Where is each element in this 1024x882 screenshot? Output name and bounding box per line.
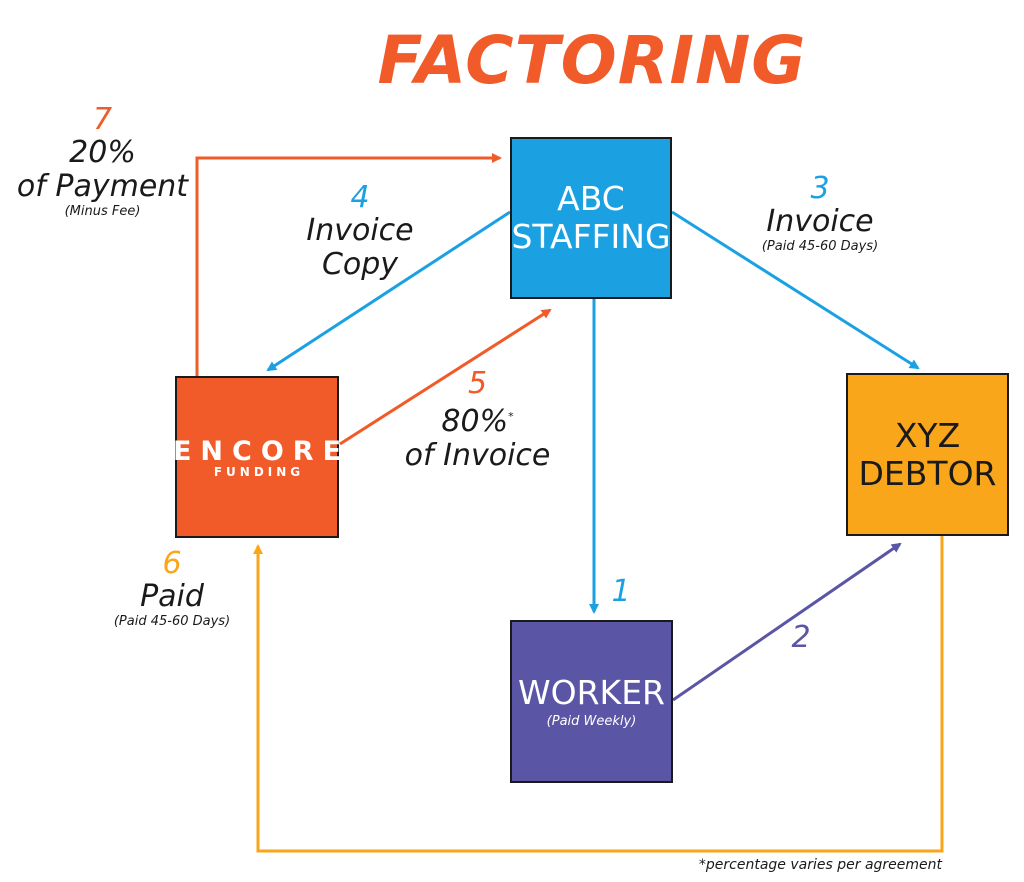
step-7-number: 7: [92, 102, 113, 137]
step-4-number: 4: [350, 180, 370, 215]
step-6-text: Paid: [140, 579, 204, 614]
step-4-text: Invoice Copy: [306, 213, 414, 282]
step-7-text: 20%: [69, 135, 136, 170]
xyz-debtor-label: XYZ DEBTOR: [858, 415, 997, 493]
footnote: *percentage varies per agreement: [698, 857, 942, 873]
arrow-6: [253, 536, 944, 853]
step-2-number: 2: [791, 620, 811, 655]
step-5-text-2: of Invoice: [404, 438, 551, 473]
arrow-5: [339, 308, 552, 446]
step-5-number: 5: [467, 366, 488, 401]
step-5-asterisk: *: [508, 410, 514, 423]
worker-note: (Paid Weekly): [546, 714, 637, 729]
step-7-label: 7 20% of Payment (Minus Fee): [10, 102, 195, 220]
encore-logo-subtext: FUNDING: [213, 464, 305, 479]
arrow-4: [266, 210, 511, 372]
step-3-label: 3 Invoice (Paid 45-60 Days): [740, 171, 900, 255]
step-1-number: 1: [611, 574, 631, 609]
worker-label: WORKER: [518, 673, 665, 712]
arrow-2: [672, 542, 902, 702]
step-6-number: 6: [162, 546, 182, 581]
step-7-note: (Minus Fee): [64, 204, 141, 219]
step-5-text: 80%: [441, 404, 509, 439]
xyz-debtor-box: XYZ DEBTOR: [846, 373, 1009, 536]
step-5-label: 5 80%* of Invoice: [395, 368, 560, 473]
step-3-number: 3: [810, 171, 830, 206]
step-3-note: (Paid 45-60 Days): [761, 239, 879, 254]
arrow-3: [671, 210, 920, 370]
step-6-label: 6 Paid (Paid 45-60 Days): [92, 546, 252, 630]
step-6-note: (Paid 45-60 Days): [113, 614, 231, 629]
step-3-text: Invoice: [766, 204, 874, 239]
worker-box: WORKER (Paid Weekly): [510, 620, 673, 783]
encore-funding-box: ENCORE FUNDING: [173, 376, 341, 538]
abc-staffing-box: ABC STAFFING: [510, 137, 672, 299]
encore-logo-text: ENCORE: [172, 435, 351, 467]
step-7-text-2: of Payment: [16, 169, 189, 204]
step-4-label: 4 Invoice Copy: [290, 182, 430, 282]
arrow-7: [195, 153, 502, 376]
abc-staffing-label: ABC STAFFING: [511, 179, 671, 256]
page-title: FACTORING: [377, 22, 807, 99]
